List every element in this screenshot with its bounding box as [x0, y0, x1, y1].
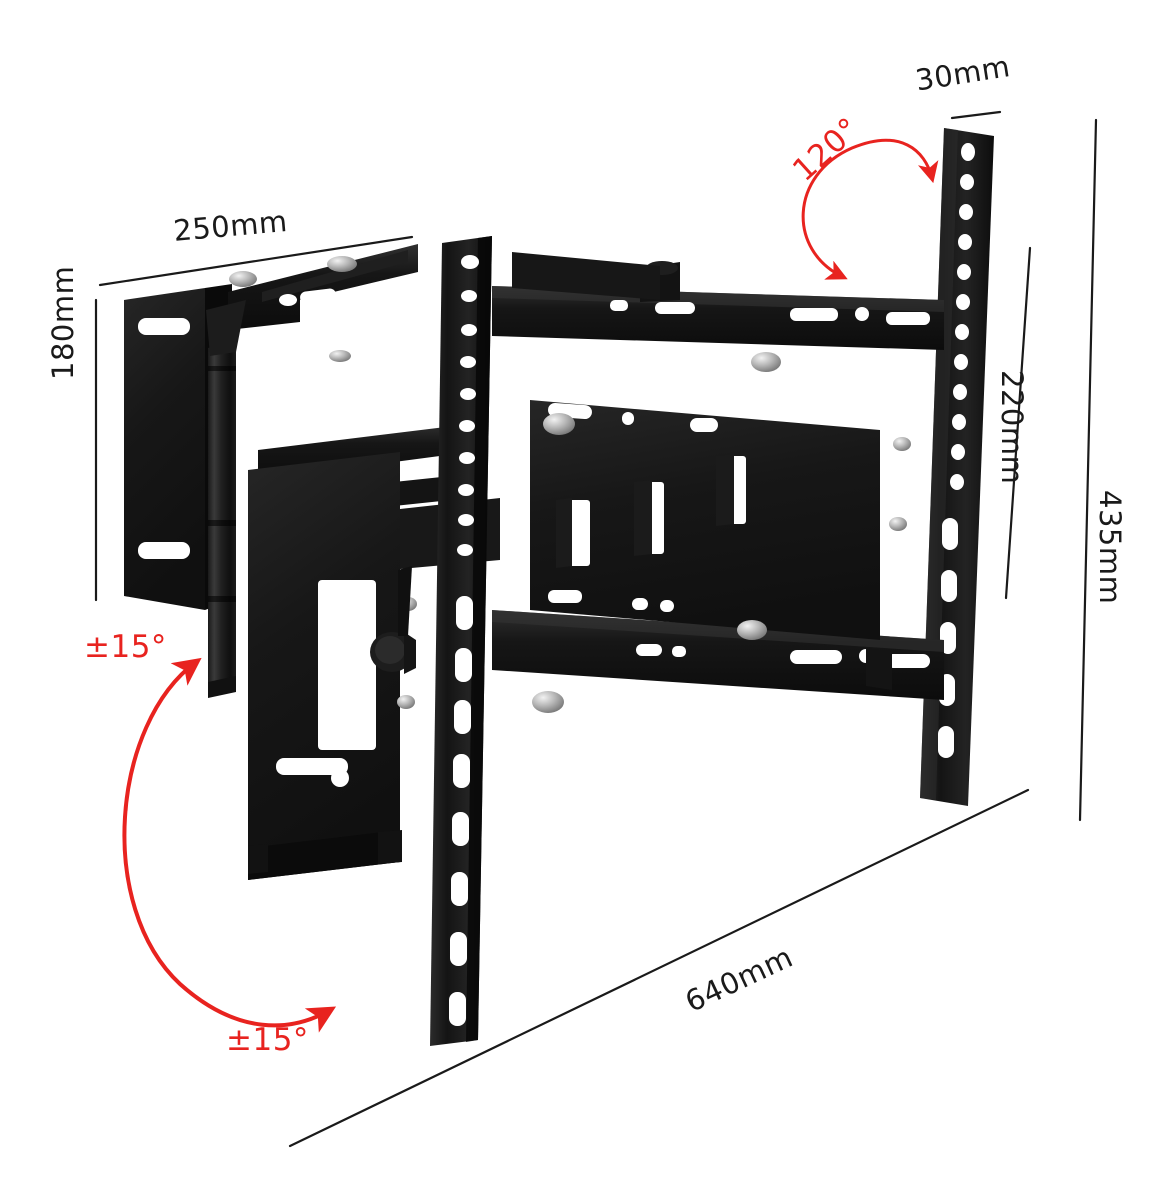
dimline-30mm [950, 110, 1002, 120]
pivot-post [206, 300, 246, 698]
dimension-label-220mm: 220mm [995, 370, 1029, 485]
right-rail [920, 128, 994, 806]
swivel-arc-120 [801, 138, 939, 280]
articulating-arm-upper [228, 244, 418, 330]
vesa-plate [530, 400, 880, 640]
dimension-label-435mm: 435mm [1093, 490, 1127, 605]
left-rail [430, 236, 492, 1046]
dimline-435mm [1078, 118, 1098, 822]
dimline-640mm [288, 788, 1030, 1148]
hardware-bolts [229, 256, 911, 713]
dimension-label-180mm: 180mm [46, 265, 80, 380]
tilt-arc-15 [122, 657, 337, 1033]
angle-label-tilt-lower: ±15° [226, 1022, 309, 1058]
dimline-250mm [98, 235, 414, 287]
angle-label-tilt-upper: ±15° [84, 629, 167, 665]
crossbar-upper [492, 252, 944, 350]
dimline-220mm [1004, 246, 1032, 600]
tilt-knob [370, 566, 417, 709]
